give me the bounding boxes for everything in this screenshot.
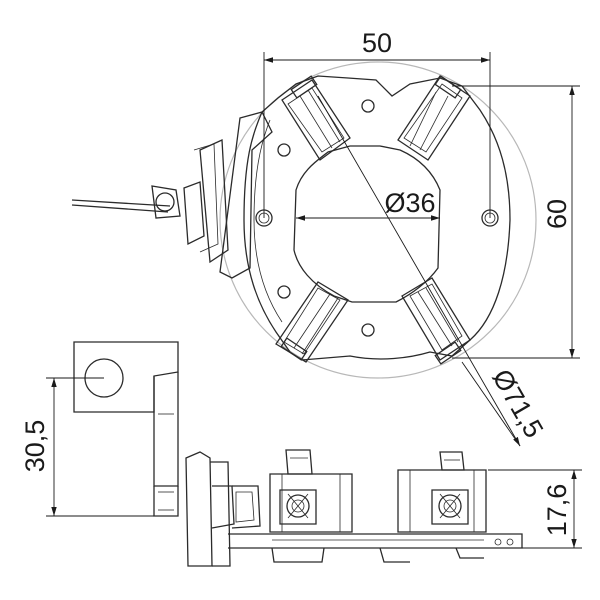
- brush-holder-side-left: [269, 449, 353, 533]
- dim-30-5-label: 30,5: [20, 420, 50, 473]
- dim-50-label: 50: [362, 28, 392, 58]
- base-plate-outline: [243, 75, 511, 361]
- base-plate-side: [185, 451, 523, 567]
- dim-71-5-leader: [461, 361, 521, 447]
- dim-60-label: 60: [542, 199, 572, 229]
- base-plate-inner-outline: [253, 119, 283, 323]
- brush-box-upper-left: [281, 75, 351, 161]
- dim-17-6-label: 17,6: [542, 484, 572, 537]
- dim-71-5-line: [317, 95, 521, 447]
- brush-box-lower-right: [401, 277, 471, 365]
- rivet-upper-center: [361, 99, 375, 113]
- outer-reference-circle: [219, 61, 537, 379]
- rivet-upper-left: [277, 143, 291, 157]
- terminal-tab: [73, 341, 179, 517]
- rivet-lower-center: [361, 323, 375, 337]
- wire-lead: [71, 185, 181, 219]
- top-view: 50 60 Ø36 Ø71,5: [71, 28, 580, 447]
- side-view: 30,5 17,6: [20, 341, 582, 567]
- dim-36-label: Ø36: [384, 188, 435, 218]
- side-terminal: [183, 111, 273, 279]
- brush-box-lower-left: [275, 281, 349, 363]
- spring-right: [438, 494, 462, 518]
- rivet-lower-left: [277, 285, 291, 299]
- brush-box-upper-right: [397, 75, 471, 161]
- central-opening: [293, 145, 441, 303]
- brush-holder-side-right: [397, 451, 487, 533]
- wire-loop: [155, 192, 175, 212]
- spring-left: [286, 494, 310, 518]
